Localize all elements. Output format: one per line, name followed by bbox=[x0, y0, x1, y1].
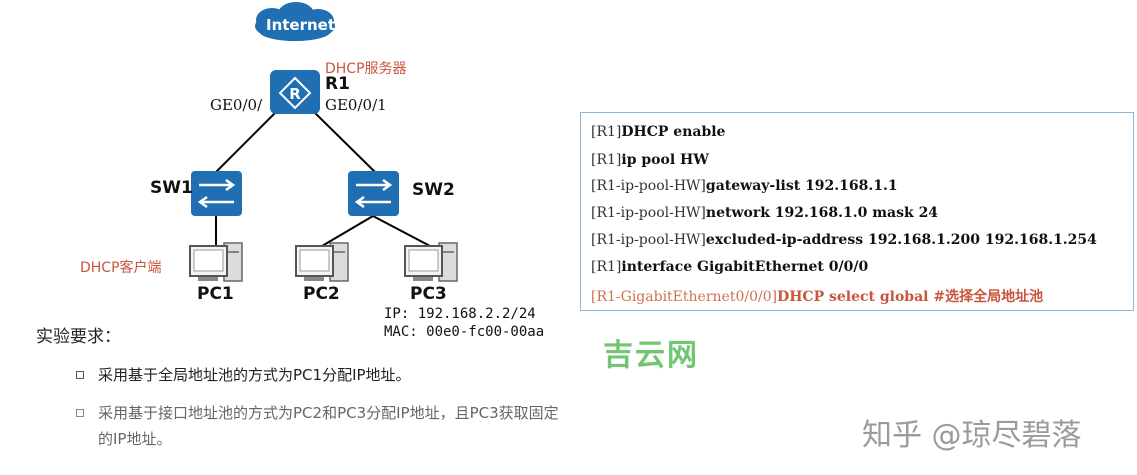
requirement-text: 采用基于全局地址池的方式为PC1分配IP地址。 bbox=[98, 366, 411, 384]
link-r1-sw1 bbox=[215, 109, 279, 173]
square-bullet-icon bbox=[76, 371, 84, 379]
pc-icon bbox=[404, 242, 458, 282]
cli-line: [R1-ip-pool-HW]excluded-ip-address 192.1… bbox=[591, 232, 1097, 248]
router-port-left-label: GE0/0/ bbox=[210, 96, 263, 114]
cli-line: [R1-ip-pool-HW]gateway-list 192.168.1.1 bbox=[591, 178, 898, 194]
author-watermark: 知乎 @琼尽碧落 bbox=[862, 418, 1082, 453]
pc1-label: PC1 bbox=[197, 284, 234, 304]
switch-icon bbox=[191, 171, 242, 216]
pc3-label: PC3 bbox=[410, 284, 447, 304]
cli-config-box: [R1]DHCP enable [R1]ip pool HW [R1-ip-po… bbox=[580, 112, 1134, 311]
network-topology-diagram: R bbox=[189, 2, 458, 282]
cli-command: gateway-list 192.168.1.1 bbox=[705, 178, 898, 194]
site-watermark: 吉云网 bbox=[603, 338, 699, 373]
internet-label: Internet bbox=[266, 16, 336, 34]
cli-prompt: [R1] bbox=[591, 259, 622, 275]
router-icon: R bbox=[270, 70, 320, 114]
cli-line: [R1]interface GigabitEthernet 0/0/0 bbox=[591, 259, 868, 275]
cli-line: [R1]ip pool HW bbox=[591, 152, 709, 168]
svg-text:R: R bbox=[289, 85, 301, 103]
pc3-ip-label: IP: 192.168.2.2/24 bbox=[384, 306, 536, 322]
dhcp-server-label: DHCP服务器 bbox=[325, 61, 407, 77]
pc-icon bbox=[189, 242, 243, 282]
router-port-right-label: GE0/0/1 bbox=[325, 96, 387, 114]
square-bullet-icon bbox=[76, 409, 84, 417]
cli-command: excluded-ip-address 192.168.1.200 192.16… bbox=[705, 232, 1097, 248]
cli-command: DHCP enable bbox=[621, 124, 726, 140]
requirements-title: 实验要求： bbox=[36, 327, 121, 347]
switch-icon bbox=[348, 171, 399, 216]
pc-icon bbox=[295, 242, 349, 282]
link-r1-sw2 bbox=[311, 109, 376, 173]
internet-cloud-icon bbox=[255, 2, 335, 41]
cli-line: [R1]DHCP enable bbox=[591, 124, 725, 140]
cli-command: interface GigabitEthernet 0/0/0 bbox=[621, 259, 869, 275]
link-sw2-pc2 bbox=[321, 215, 374, 247]
sw1-label: SW1 bbox=[150, 178, 193, 198]
cli-command: DHCP select global bbox=[777, 289, 934, 305]
dhcp-client-label: DHCP客户端 bbox=[80, 260, 162, 276]
cli-comment: #选择全局地址池 bbox=[933, 289, 1044, 305]
cli-line-highlighted: [R1-GigabitEthernet0/0/0]DHCP select glo… bbox=[591, 286, 1043, 306]
requirement-item: 采用基于接口地址池的方式为PC2和PC3分配IP地址，且PC3获取固定的IP地址… bbox=[76, 400, 568, 452]
cli-prompt: [R1-ip-pool-HW] bbox=[591, 178, 706, 194]
cli-command: ip pool HW bbox=[621, 152, 709, 168]
cli-prompt: [R1-ip-pool-HW] bbox=[591, 232, 706, 248]
requirement-item: 采用基于全局地址池的方式为PC1分配IP地址。 bbox=[76, 362, 558, 388]
pc2-label: PC2 bbox=[303, 284, 340, 304]
requirement-text: 采用基于接口地址池的方式为PC2和PC3分配IP地址，且PC3获取固定的IP地址… bbox=[98, 404, 559, 448]
cli-prompt: [R1-ip-pool-HW] bbox=[591, 205, 706, 221]
link-sw2-pc3 bbox=[372, 215, 431, 247]
cli-prompt: [R1] bbox=[591, 152, 622, 168]
cli-prompt: [R1] bbox=[591, 124, 622, 140]
cli-command: network 192.168.1.0 mask 24 bbox=[705, 205, 939, 221]
cli-prompt: [R1-GigabitEthernet0/0/0] bbox=[591, 289, 778, 305]
sw2-label: SW2 bbox=[412, 180, 455, 200]
pc3-mac-label: MAC: 00e0-fc00-00aa bbox=[384, 324, 545, 340]
router-name-label: R1 bbox=[325, 74, 350, 94]
cli-line: [R1-ip-pool-HW]network 192.168.1.0 mask … bbox=[591, 205, 938, 221]
